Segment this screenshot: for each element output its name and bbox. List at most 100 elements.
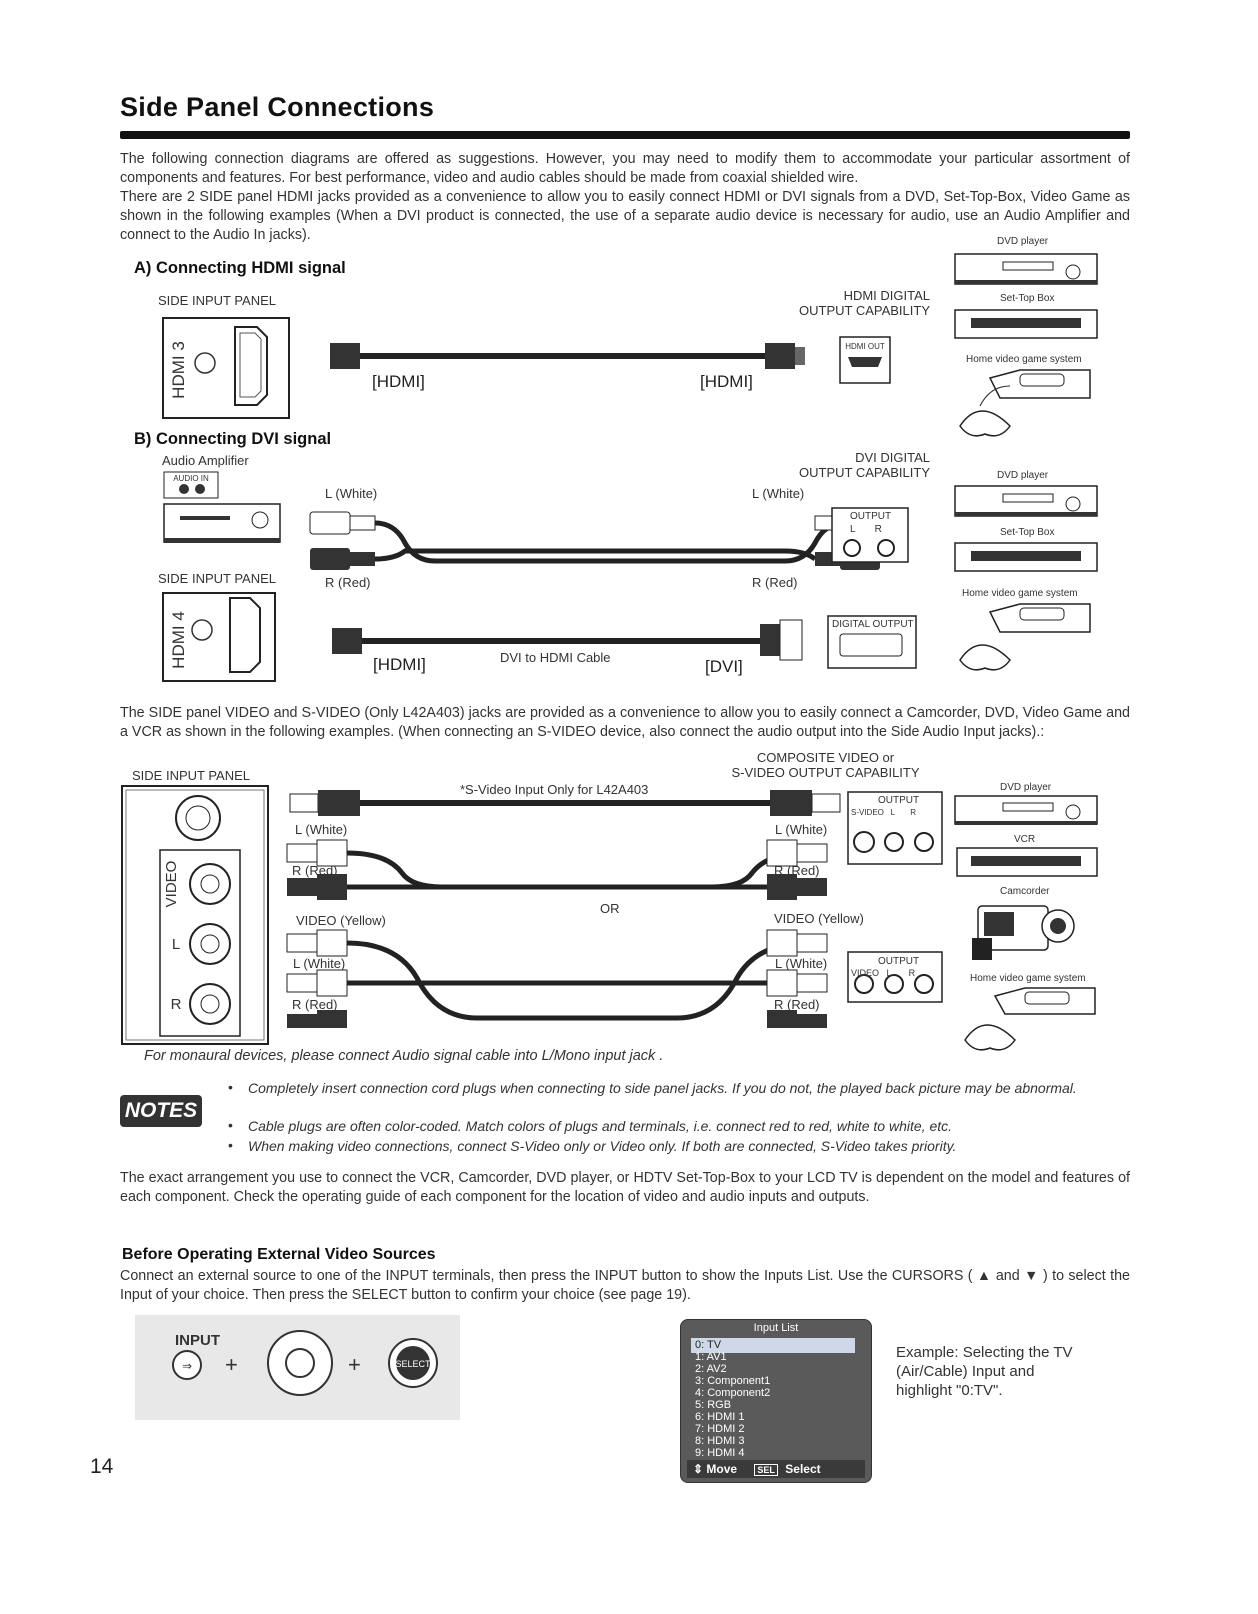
video-output-box xyxy=(847,951,943,1003)
hdmi-plug-left xyxy=(330,343,360,369)
input-item-0[interactable]: 0: TV xyxy=(691,1338,855,1353)
example-caption: Example: Selecting the TV (Air/Cable) In… xyxy=(896,1344,1073,1399)
hdmi-cable xyxy=(360,353,790,359)
input-item-7[interactable]: 7: HDMI 2 xyxy=(695,1423,745,1435)
device-stb-label-b: Set-Top Box xyxy=(1000,527,1055,538)
page-title: Side Panel Connections xyxy=(120,92,435,122)
dvi-r-red-left: R (Red) xyxy=(325,575,371,590)
svg-text:R: R xyxy=(171,996,182,1013)
device-dvd-label-c: DVD player xyxy=(1000,782,1052,793)
dvd-player-icon-b xyxy=(954,485,1098,517)
monaural-note: For monaural devices, please connect Aud… xyxy=(144,1048,664,1064)
dvd-player-icon-c xyxy=(954,795,1098,825)
dvi-plug xyxy=(760,624,780,656)
section-b-side-panel-label: SIDE INPUT PANEL xyxy=(158,571,276,586)
cable-dvi-label: [DVI] xyxy=(705,657,743,676)
dvi-audio-cable xyxy=(309,511,881,570)
hdmi4-jack-label: HDMI 4 xyxy=(169,611,188,669)
cursor-pad-icon xyxy=(267,1330,333,1396)
hdmi-plug-dvi-left xyxy=(332,628,362,654)
c-r-red-1: R (Red) xyxy=(292,863,338,878)
digital-output-label: DIGITAL OUTPUT xyxy=(832,619,914,630)
plus-1: + xyxy=(225,1352,238,1377)
before-heading: Before Operating External Video Sources xyxy=(122,1246,436,1263)
c-l-white-2: L (White) xyxy=(293,956,346,971)
audio-l-jack xyxy=(189,923,231,965)
c-output-label-2: OUTPUT xyxy=(878,956,920,967)
input-item-3[interactable]: 3: Component1 xyxy=(695,1375,771,1387)
svideo-jack xyxy=(175,795,221,841)
input-item-9[interactable]: 9: HDMI 4 xyxy=(695,1447,745,1459)
device-dvd-label-a: DVD player xyxy=(997,236,1049,247)
cable-hdmi-right: [HDMI] xyxy=(700,372,753,391)
device-stb-label-a: Set-Top Box xyxy=(1000,293,1055,304)
c-l-white-2r: L (White) xyxy=(775,956,828,971)
dvi-to-hdmi-cable-label: DVI to HDMI Cable xyxy=(500,650,611,665)
remote-select-label: SELECT xyxy=(395,1359,431,1369)
page-number: 14 xyxy=(90,1455,114,1478)
set-top-box-icon-b xyxy=(954,542,1098,572)
title-rule xyxy=(120,131,1130,139)
dvd-player-icon xyxy=(954,253,1098,285)
arrangement-paragraph: The exact arrangement you use to connect… xyxy=(120,1170,1130,1205)
game-console-icon-c xyxy=(964,987,1096,1051)
before-paragraph: Connect an external source to one of the… xyxy=(120,1268,1130,1303)
section-b-output-capability: DVI DIGITAL OUTPUT CAPABILITY xyxy=(799,450,930,480)
c-output-svideo-lr: S-VIDEO L R xyxy=(851,808,917,817)
section-a-output-capability: HDMI DIGITAL OUTPUT CAPABILITY xyxy=(799,288,930,318)
note-1: Completely insert connection cord plugs … xyxy=(248,1080,1077,1096)
dvi-hdmi-diagram: HDMI 4 xyxy=(162,592,917,682)
hdmi3-jack-label: HDMI 3 xyxy=(169,341,188,399)
device-game-label-b: Home video game system xyxy=(962,588,1078,599)
note-3: When making video connections, connect S… xyxy=(248,1138,957,1154)
hdmi4-jack-panel xyxy=(162,592,276,682)
or-label: OR xyxy=(600,901,620,916)
hdmi-port-icon xyxy=(234,326,268,406)
notes-badge: NOTES xyxy=(120,1095,202,1127)
svideo-output-box xyxy=(847,791,943,865)
input-list-footer: ⇕ Move SEL Select xyxy=(687,1460,865,1478)
input-list-title: Input List xyxy=(753,1322,799,1334)
dvi-l-white-right: L (White) xyxy=(752,486,805,501)
composite-cable-diagram xyxy=(286,790,841,1028)
remote-input-label: INPUT xyxy=(175,1332,220,1349)
c-video-yellow-r: VIDEO (Yellow) xyxy=(774,911,864,926)
video-intro-paragraph: The SIDE panel VIDEO and S-VIDEO (Only L… xyxy=(120,705,1130,740)
c-output-label-1: OUTPUT xyxy=(878,795,920,806)
device-game-label-c: Home video game system xyxy=(970,973,1086,984)
input-item-2[interactable]: 2: AV2 xyxy=(695,1363,727,1375)
camcorder-icon xyxy=(972,905,1075,960)
remote-buttons-illustration: INPUT ⇒ + + SELECT xyxy=(135,1315,460,1420)
c-video-yellow: VIDEO (Yellow) xyxy=(296,913,386,928)
dvi-output-label: OUTPUT xyxy=(850,511,892,522)
cable-hdmi-left: [HDMI] xyxy=(372,372,425,391)
dvi-r-red-right: R (Red) xyxy=(752,575,798,590)
audio-in-text: AUDIO IN xyxy=(173,474,209,483)
cable-dvi-hdmi-label: [HDMI] xyxy=(373,655,426,674)
device-dvd-label-b: DVD player xyxy=(997,470,1049,481)
input-item-4[interactable]: 4: Component2 xyxy=(695,1387,771,1399)
input-list-menu: Input List 0: TV 1: AV1 2: AV2 3: Compon… xyxy=(680,1319,872,1483)
audio-amplifier-icon: AUDIO IN xyxy=(163,471,281,543)
footer-sel-badge: SEL xyxy=(754,1464,778,1476)
c-r-red-2: R (Red) xyxy=(292,997,338,1012)
footer-move: ⇕ Move xyxy=(693,1462,738,1476)
section-a-heading: A) Connecting HDMI signal xyxy=(134,259,346,277)
section-b-heading: B) Connecting DVI signal xyxy=(134,430,332,448)
section-c-side-panel-label: SIDE INPUT PANEL xyxy=(132,768,250,783)
dvi-output-lr: L R xyxy=(850,524,882,535)
input-button-icon xyxy=(172,1350,202,1380)
input-item-1[interactable]: 1: AV1 xyxy=(695,1351,727,1363)
svideo-plug-left xyxy=(318,790,360,816)
svideo-cable xyxy=(360,800,770,806)
input-item-8[interactable]: 8: HDMI 3 xyxy=(695,1435,745,1447)
game-console-icon xyxy=(959,369,1091,437)
svg-text:L: L xyxy=(172,936,180,953)
section-c-output-capability: COMPOSITE VIDEO or S-VIDEO OUTPUT CAPABI… xyxy=(731,750,920,780)
c-l-white-1: L (White) xyxy=(295,822,348,837)
input-item-6[interactable]: 6: HDMI 1 xyxy=(695,1411,745,1423)
svideo-only-note: *S-Video Input Only for L42A403 xyxy=(460,782,649,797)
device-camcorder-label: Camcorder xyxy=(1000,886,1050,897)
input-item-5[interactable]: 5: RGB xyxy=(695,1399,732,1411)
note-2: Cable plugs are often color-coded. Match… xyxy=(248,1118,953,1134)
